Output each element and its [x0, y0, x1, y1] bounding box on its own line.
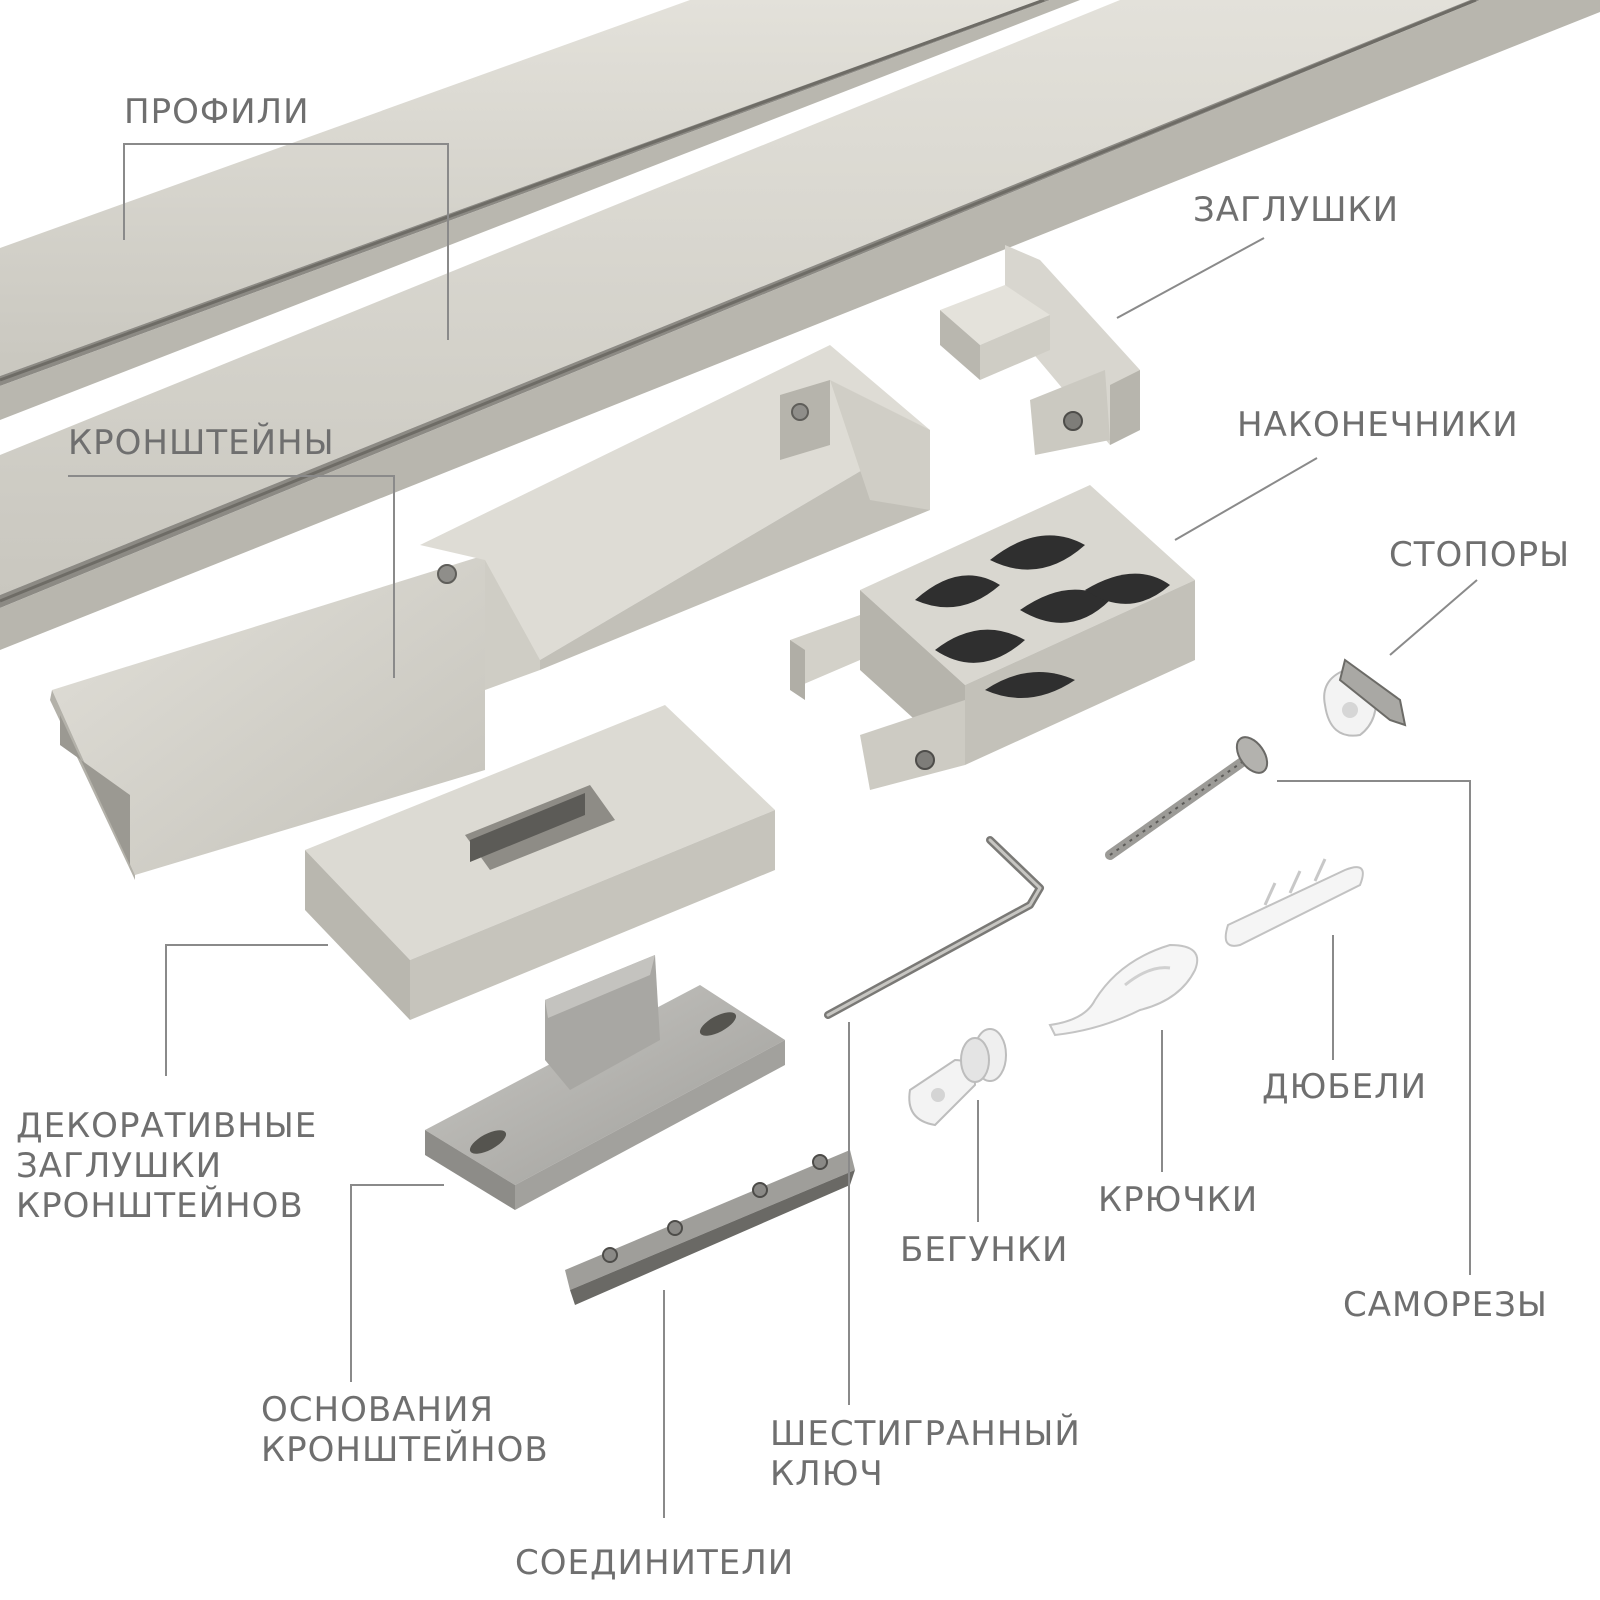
profile-rail-top	[0, 0, 1080, 420]
leader-lines	[68, 143, 1478, 1518]
label-stoppers: СТОПОРЫ	[1389, 535, 1571, 575]
label-brackets: КРОНШТЕЙНЫ	[68, 423, 335, 463]
bracket-part	[50, 345, 930, 880]
leader-stoppers	[1389, 579, 1478, 656]
label-screws: САМОРЕЗЫ	[1343, 1285, 1548, 1325]
bracket-base-part	[425, 955, 785, 1210]
leader-end-caps	[1116, 237, 1265, 319]
decorative-bracket-cap-part	[305, 705, 775, 1020]
label-runners: БЕГУНКИ	[900, 1230, 1069, 1270]
hex-key-part	[824, 836, 1044, 1019]
label-connectors: СОЕДИНИТЕЛИ	[515, 1543, 795, 1583]
label-hex-key: ШЕСТИГРАННЫЙ КЛЮЧ	[770, 1414, 1081, 1494]
leader-dec-caps	[165, 944, 328, 1076]
leader-screws	[1277, 780, 1471, 1275]
leader-brackets	[68, 475, 395, 678]
dowel-part	[1224, 858, 1364, 947]
label-bracket-bases: ОСНОВАНИЯ КРОНШТЕЙНОВ	[261, 1390, 549, 1470]
label-finials: НАКОНЕЧНИКИ	[1237, 405, 1519, 445]
end-cap-part	[940, 245, 1140, 455]
leader-bases	[350, 1184, 444, 1382]
label-hooks: КРЮЧКИ	[1098, 1180, 1259, 1220]
profile-rail-bottom	[0, 0, 1600, 650]
screw-part	[1105, 736, 1269, 860]
label-end-caps: ЗАГЛУШКИ	[1193, 190, 1400, 230]
runner-part	[908, 1028, 1007, 1127]
leader-finials	[1174, 457, 1318, 541]
label-decorative-bracket-caps: ДЕКОРАТИВНЫЕ ЗАГЛУШКИ КРОНШТЕЙНОВ	[16, 1106, 318, 1226]
leader-profiles	[123, 143, 449, 340]
label-dowels: ДЮБЕЛИ	[1262, 1067, 1428, 1107]
label-profiles: ПРОФИЛИ	[124, 92, 310, 132]
finial-part	[790, 485, 1195, 790]
hook-part	[1048, 943, 1199, 1037]
stopper-part	[1323, 658, 1407, 737]
connector-part	[565, 1150, 855, 1305]
